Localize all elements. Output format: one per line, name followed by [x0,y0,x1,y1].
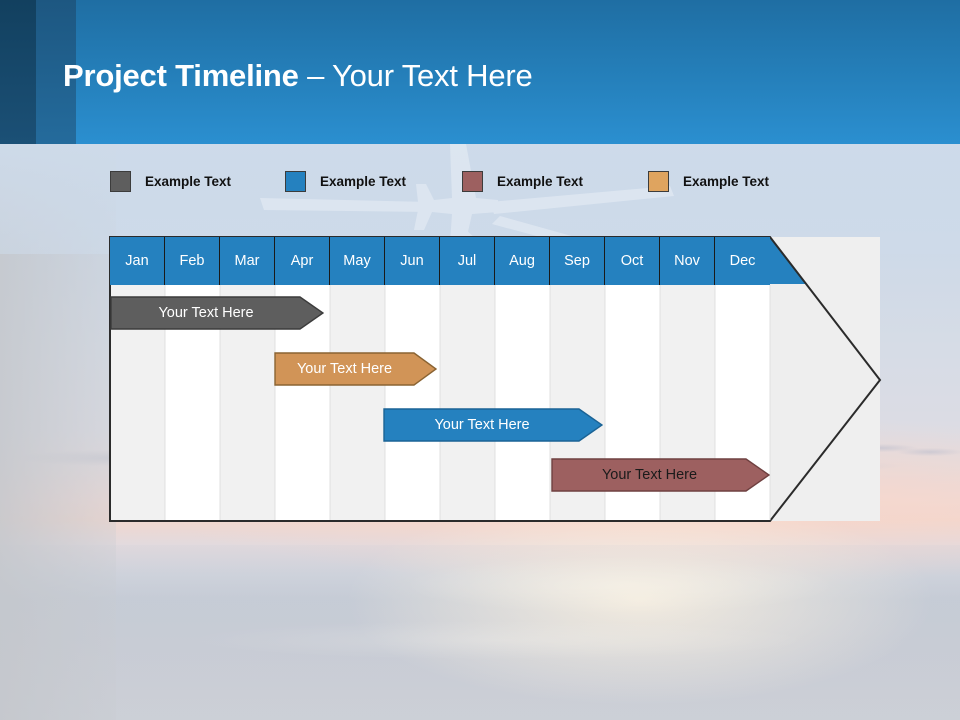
task-bar-3-shape [383,408,603,442]
month-cell-jan[interactable]: Jan [110,237,165,285]
legend-item-1[interactable]: Example Text [110,170,231,192]
task-bar-2-shape [274,352,437,386]
page-title: Project Timeline – Your Text Here [63,58,533,94]
task-bar-2[interactable]: Your Text Here [274,352,437,386]
task-bar-1-shape [110,296,324,330]
month-cell-apr[interactable]: Apr [275,237,330,285]
timeline-columns [110,237,770,521]
month-cell-jul[interactable]: Jul [440,237,495,285]
timeline-chart: Jan Feb Mar Apr May Jun Jul Aug Sep Oct … [109,236,884,526]
background-sea-shimmer [0,545,960,720]
legend-label-2: Example Text [320,173,407,189]
legend-label-3: Example Text [497,173,584,189]
task-bar-1[interactable]: Your Text Here [110,296,324,330]
legend-swatch-red-icon [462,170,483,192]
header-band-main [76,0,960,144]
task-bar-4-label: Your Text Here [601,467,698,483]
month-cell-nov[interactable]: Nov [660,237,715,285]
legend-item-2[interactable]: Example Text [285,170,406,192]
page-title-bold: Project Timeline [63,58,299,93]
legend-item-4[interactable]: Example Text [648,170,769,192]
timeline-month-header: Jan Feb Mar Apr May Jun Jul Aug Sep Oct … [110,237,770,285]
legend-swatch-orange-icon [648,170,669,192]
legend: Example Text Example Text Example Text E… [0,170,960,194]
slide-header: Project Timeline – Your Text Here [0,0,960,144]
task-bar-4-shape [551,458,770,492]
header-band-mid [36,0,76,144]
task-bar-3[interactable]: Your Text Here [383,408,603,442]
month-cell-sep[interactable]: Sep [550,237,605,285]
month-cell-aug[interactable]: Aug [495,237,550,285]
task-bar-4[interactable]: Your Text Here [551,458,770,492]
page-title-rest: – Your Text Here [298,58,533,93]
task-bar-3-label: Your Text Here [434,417,530,433]
task-bar-2-label: Your Text Here [296,361,393,377]
month-cell-mar[interactable]: Mar [220,237,275,285]
legend-label-4: Example Text [683,173,770,189]
legend-swatch-blue-icon [285,170,306,192]
month-cell-feb[interactable]: Feb [165,237,220,285]
month-cell-oct[interactable]: Oct [605,237,660,285]
month-cell-may[interactable]: May [330,237,385,285]
header-band-dark [0,0,36,144]
legend-label-1: Example Text [145,173,232,189]
month-cell-dec[interactable]: Dec [715,237,770,285]
background-top-veil [0,144,960,254]
task-bar-1-label: Your Text Here [158,305,254,321]
month-cell-jun[interactable]: Jun [385,237,440,285]
legend-item-3[interactable]: Example Text [462,170,583,192]
legend-swatch-gray-icon [110,170,131,192]
